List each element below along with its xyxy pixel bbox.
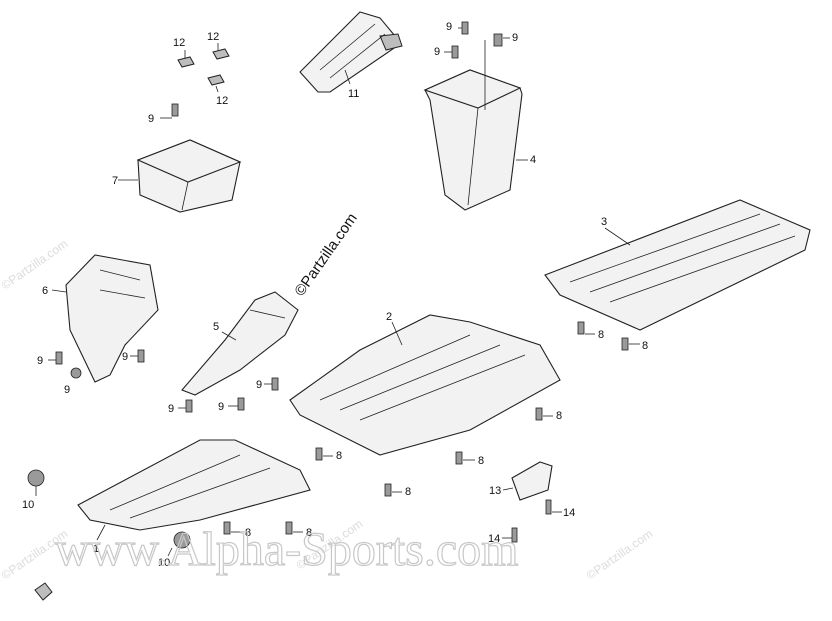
callout-11: 11	[348, 88, 359, 100]
callout-12b: 12	[207, 31, 219, 43]
part-11-latch	[299, 11, 403, 93]
callout-8-c3: 8	[478, 455, 484, 467]
callout-12c: 12	[216, 95, 228, 107]
bolts-8-center	[315, 407, 553, 497]
callout-8-f1: 8	[245, 527, 251, 539]
part-12-pads	[177, 43, 230, 93]
callout-6: 6	[42, 285, 48, 297]
callout-10a: 10	[22, 499, 34, 511]
part-13-bracket	[502, 461, 562, 543]
callout-7: 7	[112, 175, 118, 187]
callout-9-c2: 9	[218, 401, 224, 413]
callout-3: 3	[601, 216, 607, 228]
callout-9-c3: 9	[256, 379, 262, 391]
bolts-8-front	[223, 521, 303, 535]
callout-9-l3: 9	[64, 384, 70, 396]
part-6-guard	[51, 254, 159, 383]
callout-13: 13	[489, 485, 501, 497]
callout-8-c1: 8	[336, 450, 342, 462]
callout-14b: 14	[488, 533, 500, 545]
copyright-tilted: ©Partzilla.com	[291, 210, 361, 299]
callout-9-top-a: 9	[446, 21, 452, 33]
callout-14a: 14	[563, 507, 575, 519]
callout-10b: 10	[158, 557, 170, 569]
part-7-tray	[118, 103, 242, 213]
part-10-grommets	[27, 469, 191, 557]
callout-8-r2: 8	[642, 340, 648, 352]
bolts-9-top	[444, 21, 510, 59]
callout-1: 1	[93, 543, 99, 555]
callout-9-l2: 9	[122, 351, 128, 363]
watermark-left: ©Partzilla.com	[0, 237, 70, 293]
callout-9-top-c: 9	[512, 32, 518, 44]
part-2-main-plate	[289, 314, 561, 456]
callout-5: 5	[213, 321, 219, 333]
part-1-front-plate	[77, 439, 311, 541]
callout-9-top-b: 9	[434, 46, 440, 58]
callout-8-c4: 8	[405, 486, 411, 498]
watermark-main: www.Alpha-Sports.com	[55, 523, 519, 576]
callout-4: 4	[530, 154, 536, 166]
callout-2: 2	[386, 311, 392, 323]
bolts-9-left	[48, 349, 145, 379]
callout-9-c1: 9	[168, 403, 174, 415]
callout-8-f2: 8	[306, 527, 312, 539]
callout-8-r1: 8	[598, 329, 604, 341]
clip-icon	[34, 582, 53, 601]
part-3-skid-plate	[544, 199, 811, 331]
callout-12a: 12	[173, 37, 185, 49]
watermark-bottom-right: ©Partzilla.com	[584, 527, 656, 583]
callout-9-l1: 9	[37, 355, 43, 367]
bolts-8-right	[577, 321, 640, 351]
callout-9-tray: 9	[148, 113, 154, 125]
callout-8-c2: 8	[556, 410, 562, 422]
part-5-center-guard	[181, 291, 299, 396]
bolts-9-center	[178, 377, 279, 413]
part-4-storage-bin	[423, 40, 528, 211]
